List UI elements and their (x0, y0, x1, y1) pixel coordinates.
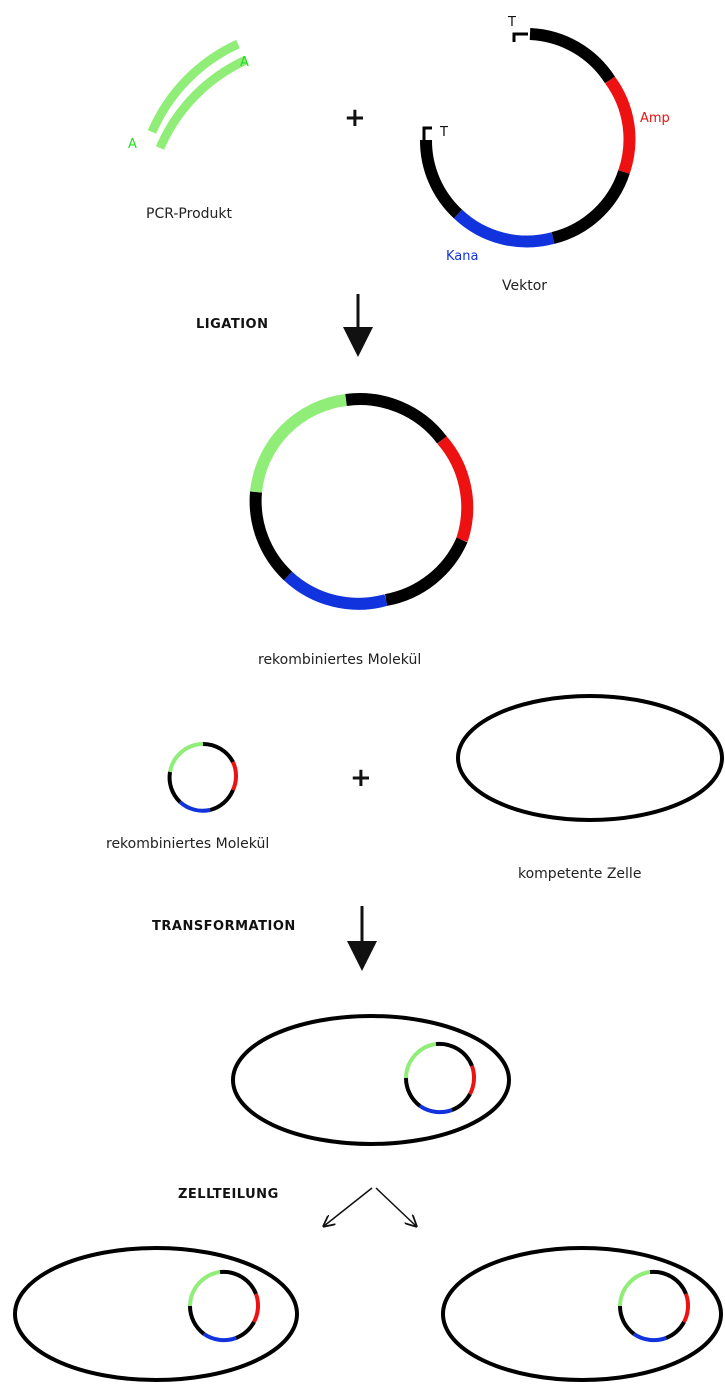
recombined-molecule-small: rekombiniertes Molekül (106, 742, 269, 852)
dl-backbone-right (235, 1320, 256, 1340)
dr-backbone-top (649, 1269, 688, 1295)
daughter-cell-left-membrane (13, 1246, 299, 1382)
dr-backbone-left (618, 1305, 636, 1336)
kana-segment (453, 209, 555, 248)
pcr-strand-outer (147, 39, 240, 134)
division-arrow-right (375, 1187, 416, 1226)
large-amp-segment (437, 436, 474, 542)
pcr-strand-inner (155, 55, 248, 150)
transformed-cell (231, 1014, 511, 1146)
plus-sign-1: + (344, 103, 366, 133)
competent-cell-label: kompetente Zelle (518, 866, 641, 882)
dl-backbone-left (188, 1305, 206, 1336)
vector: T T Amp Kana Vektor (419, 15, 670, 294)
amp-label: Amp (640, 111, 670, 126)
small-kana (178, 800, 211, 813)
tc-backbone-top (435, 1041, 474, 1067)
t-overhang-top (512, 32, 528, 42)
a-overhang-bottom: A (128, 137, 137, 152)
daughter-cell-left-plasmid (188, 1269, 260, 1343)
daughter-cell-right-plasmid (618, 1269, 690, 1343)
small-amp (231, 761, 239, 791)
amp-segment (605, 76, 636, 174)
transformation-label: TRANSFORMATION (152, 919, 296, 934)
competent-cell: kompetente Zelle (456, 694, 724, 882)
tc-insert (404, 1042, 437, 1079)
daughter-cell-right (441, 1246, 723, 1382)
large-insert-segment (250, 394, 347, 493)
recombined-molecule-large: rekombiniertes Molekül (249, 393, 474, 668)
daughter-cell-right-membrane (441, 1246, 723, 1382)
small-insert (168, 742, 204, 773)
vector-backbone-right (551, 170, 630, 244)
recombined-label-2: rekombiniertes Molekül (106, 836, 269, 852)
dr-amp (682, 1293, 690, 1323)
dl-kana (202, 1332, 237, 1343)
ligation-label: LIGATION (196, 317, 268, 332)
small-backbone-left (167, 771, 182, 804)
a-overhang-top: A (240, 55, 249, 70)
transformed-cell-plasmid (404, 1041, 476, 1115)
large-backbone-right (384, 537, 468, 606)
recombined-label-1: rekombiniertes Molekül (258, 652, 421, 668)
plus-sign-2: + (350, 763, 372, 793)
tc-backbone-left (404, 1077, 422, 1108)
tc-backbone-right (451, 1092, 472, 1112)
kana-label: Kana (446, 249, 478, 264)
vector-backbone-left (419, 139, 463, 219)
tc-amp (468, 1065, 476, 1095)
t-overhang-left-label: T (439, 125, 448, 140)
daughter-cell-left (13, 1246, 299, 1382)
transformed-cell-membrane (231, 1014, 511, 1146)
vector-label: Vektor (502, 278, 547, 294)
pcr-product: A A PCR-Produkt (128, 39, 249, 222)
cell-division-label: ZELLTEILUNG (178, 1187, 279, 1202)
t-overhang-left (422, 126, 432, 142)
small-backbone-right (209, 789, 235, 812)
competent-cell-membrane (456, 694, 724, 822)
vector-backbone-top (529, 28, 616, 84)
dl-backbone-top (219, 1269, 258, 1295)
dr-kana (632, 1332, 667, 1343)
tc-kana (418, 1104, 453, 1115)
dr-insert (618, 1270, 651, 1307)
pcr-product-label: PCR-Produkt (146, 206, 233, 222)
large-kana-segment (283, 571, 388, 610)
dl-amp (252, 1293, 260, 1323)
division-arrow-left (324, 1187, 373, 1226)
dl-insert (188, 1270, 221, 1307)
t-overhang-top-label: T (507, 15, 516, 30)
dr-backbone-right (665, 1320, 686, 1340)
large-backbone-left (249, 491, 293, 581)
small-backbone-top (202, 742, 235, 764)
large-backbone-top (345, 393, 447, 444)
